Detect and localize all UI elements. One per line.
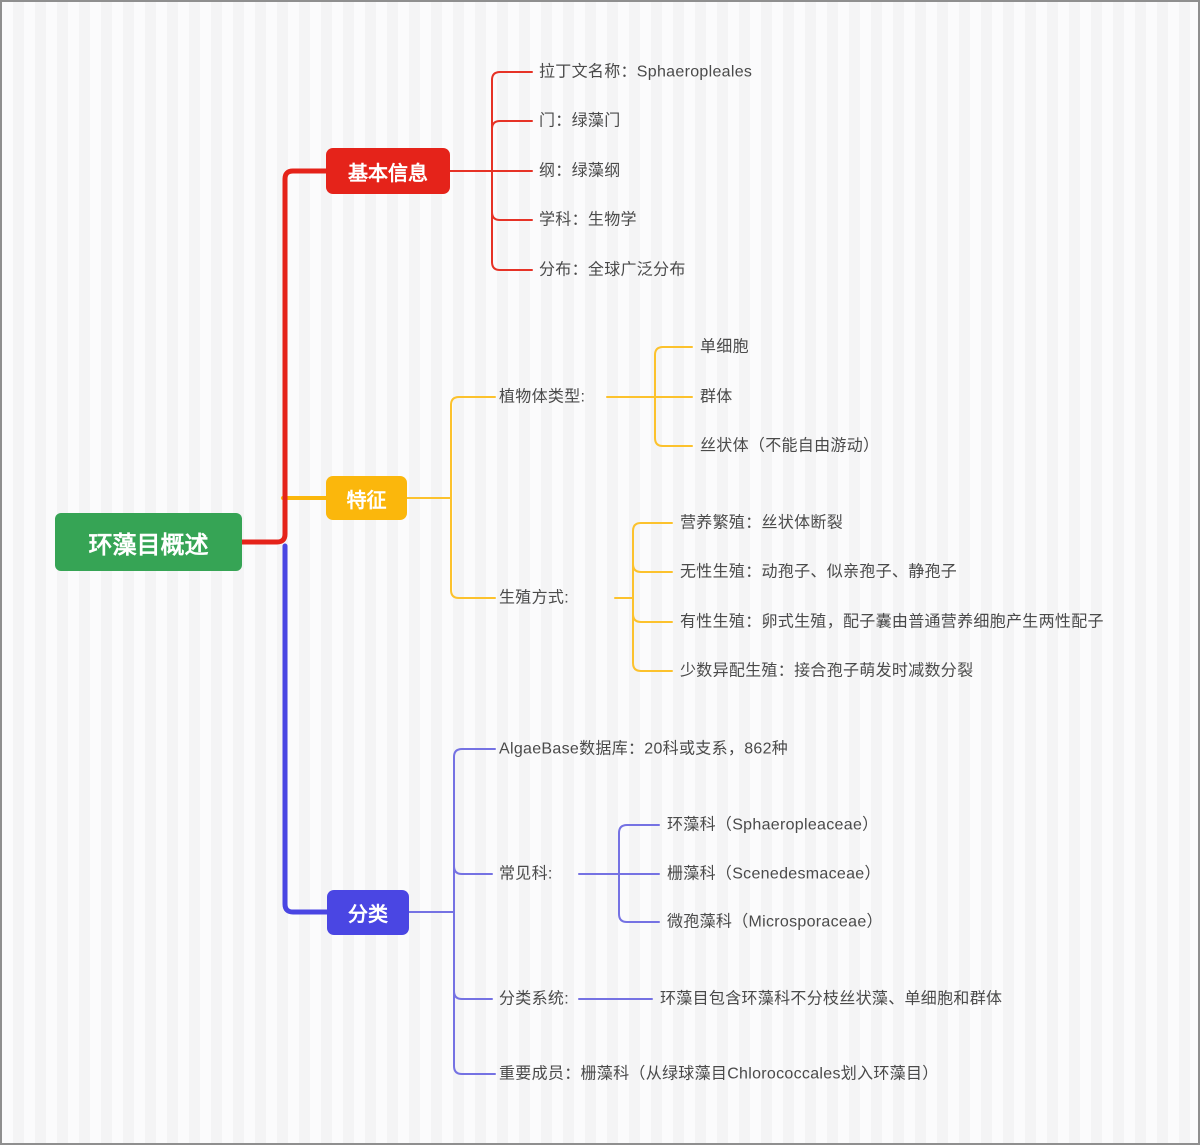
connector-root-basicinfo (239, 168, 329, 545)
root-node[interactable]: 环藻目概述 (55, 513, 242, 571)
leaf-vegetative-reproduction[interactable]: 营养繁殖：丝状体断裂 (680, 514, 844, 532)
leaf-distribution[interactable]: 分布：全球广泛分布 (539, 261, 686, 279)
branch-node-basic-info[interactable]: 基本信息 (326, 148, 450, 194)
leaf-sexual-reproduction[interactable]: 有性生殖：卵式生殖，配子囊由普通营养细胞产生两性配子 (680, 613, 1104, 631)
leaf-anisogamy[interactable]: 少数异配生殖：接合孢子萌发时减数分裂 (680, 662, 974, 680)
classification-branch-lines (408, 748, 660, 1075)
node-common-families[interactable]: 常见科: (499, 865, 553, 883)
leaf-asexual-reproduction[interactable]: 无性生殖：动孢子、似亲孢子、静孢子 (680, 563, 958, 581)
connector-root-classification (282, 543, 330, 915)
leaf-unicellular[interactable]: 单细胞 (700, 338, 749, 356)
leaf-class[interactable]: 纲：绿藻纲 (539, 162, 621, 180)
leaf-latin-name[interactable]: 拉丁文名称：Sphaeropleales (539, 63, 753, 81)
leaf-discipline[interactable]: 学科：生物学 (539, 211, 637, 229)
branch-node-classification[interactable]: 分类 (327, 890, 409, 935)
features-branch-lines (406, 346, 693, 672)
leaf-algaebase[interactable]: AlgaeBase数据库：20科或支系，862种 (499, 740, 789, 758)
node-classification-system[interactable]: 分类系统: (499, 990, 569, 1008)
node-plant-body-type[interactable]: 植物体类型: (499, 388, 586, 406)
leaf-scenedesmaceae[interactable]: 栅藻科（Scenedesmaceae） (667, 865, 881, 883)
branch-node-features[interactable]: 特征 (326, 476, 407, 520)
leaf-colony[interactable]: 群体 (700, 388, 733, 406)
node-reproduction-mode[interactable]: 生殖方式: (499, 589, 569, 607)
leaf-filamentous[interactable]: 丝状体（不能自由游动） (700, 437, 880, 455)
leaf-classification-system-detail[interactable]: 环藻目包含环藻科不分枝丝状藻、单细胞和群体 (660, 990, 1003, 1008)
leaf-phylum[interactable]: 门：绿藻门 (539, 112, 621, 130)
basicinfo-branch-lines (449, 71, 533, 271)
leaf-microsporaceae[interactable]: 微孢藻科（Microsporaceae） (667, 913, 883, 931)
leaf-sphaeropleaceae[interactable]: 环藻科（Sphaeropleaceae） (667, 816, 879, 834)
leaf-important-member[interactable]: 重要成员：栅藻科（从绿球藻目Chlorococcales划入环藻目） (499, 1065, 939, 1083)
